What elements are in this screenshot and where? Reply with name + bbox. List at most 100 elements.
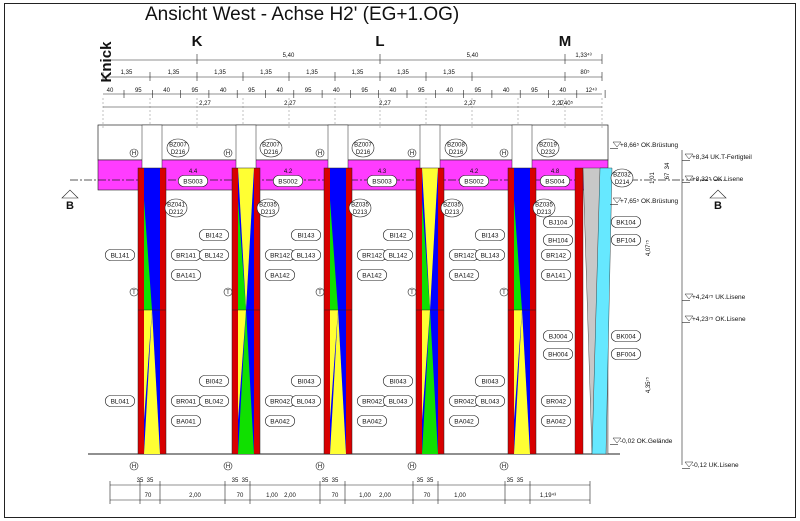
col0-bl-0: BL041 <box>111 398 130 405</box>
col1-bl-1-frame <box>198 395 230 407</box>
beam-tag-0: BS003 <box>183 178 203 185</box>
mid-tag-a-0: BZ041 <box>167 203 185 209</box>
end-ur-0: BK104 <box>616 219 636 226</box>
col2-bl-1-frame <box>290 395 322 407</box>
col0-left-0: BL141 <box>111 252 130 259</box>
col2-left-1-frame <box>290 249 322 261</box>
column-upper-triangle <box>330 168 346 310</box>
top-tag-b-0: D216 <box>171 150 186 156</box>
dim-bottom2-5: 70 <box>332 493 339 499</box>
top-tag-a-4: BZ019 <box>539 143 557 149</box>
dim-row3-1: 2,27 <box>284 101 296 107</box>
beam-tag-2-num: 4.3 <box>378 169 387 175</box>
level-marker-0 <box>612 141 622 148</box>
col4-bl-0: BI043 <box>482 378 499 385</box>
level-label-7: -0,12 UK.Lisene <box>692 462 739 469</box>
column-1: HTH <box>223 124 261 471</box>
top-tag-b-1: D216 <box>264 150 279 156</box>
col4-right-1-frame <box>540 269 572 281</box>
end-wall-cyan <box>591 167 613 455</box>
end-ll-1-frame <box>542 348 574 360</box>
dim-bottom1-5: 35 <box>332 478 339 484</box>
col4-right-0-frame <box>540 249 572 261</box>
section-mark-left: B <box>66 200 74 212</box>
column-lower-triangle <box>514 310 530 454</box>
dim-bottom2-6: 1,00 <box>359 493 371 499</box>
dim-bottom2-10: 1,19⁴³ <box>540 492 556 499</box>
marker-top-2-frame <box>315 148 325 158</box>
dim-bottom2-2: 70 <box>237 493 244 499</box>
top-tag-b-4: D232 <box>541 150 556 156</box>
dim-row2-0: 40 <box>107 88 114 94</box>
marker-top-0-frame <box>129 148 139 158</box>
column-upper-triangle <box>422 168 438 310</box>
column-lower-triangle <box>422 310 438 454</box>
col1-br-1: BA042 <box>270 418 290 425</box>
level-label-6: -0,02 OK.Gelände <box>620 438 673 445</box>
beam-tag-1-frame <box>272 175 304 187</box>
beam-tag-3-frame <box>458 175 490 187</box>
column-green-upper <box>144 200 152 310</box>
vdim-1: 67 <box>665 172 671 179</box>
column-green-upper <box>238 200 246 310</box>
col4-left-1-frame <box>474 249 506 261</box>
end-ul-0-frame <box>542 216 574 228</box>
marker-top-4-frame <box>499 148 509 158</box>
marker-top-2: H <box>318 151 322 157</box>
column-stub <box>511 124 533 169</box>
col3-bl-1-frame <box>382 395 414 407</box>
col1-left-1-frame <box>198 249 230 261</box>
col4-left-0-frame <box>474 229 506 241</box>
top-tag-frame-0 <box>166 138 190 158</box>
top-tag-b-3: D216 <box>449 150 464 156</box>
column-yellow-lower <box>238 310 246 420</box>
col4-bl-1-frame <box>474 395 506 407</box>
vdim-2: 1,01 <box>650 172 656 184</box>
col3-left-0-frame <box>382 229 414 241</box>
column-stub <box>141 124 163 169</box>
top-tag-frame-3 <box>444 138 468 158</box>
level-label-0: +8,66⁵ OK.Brüstung <box>620 142 679 149</box>
marker-bottom-2: H <box>318 464 322 470</box>
top-tag-a-1: BZ007 <box>262 143 280 149</box>
dim-span-0: 5,40 <box>283 53 295 59</box>
marker-mid-2-frame <box>315 287 325 297</box>
mid-tag-a-3: BZ035 <box>443 203 461 209</box>
dim-row2-16: 40 <box>559 88 566 94</box>
marker-bottom-4: H <box>502 464 506 470</box>
dim-bottom1-2: 35 <box>232 478 239 484</box>
col4-br-1-frame <box>540 415 572 427</box>
col0-right-0: BR141 <box>176 252 196 259</box>
level-label-1: +8,34 UK.T-Fertigteil <box>692 154 752 161</box>
col3-br-0: BR042 <box>454 398 474 405</box>
section-arrow-left <box>61 189 79 199</box>
dim-row1-8: 80⁵ <box>580 69 590 76</box>
end-ll-0: BJ004 <box>549 333 568 340</box>
end-ul-1: BH104 <box>548 237 568 244</box>
dim-span-2: 1,33⁴³ <box>575 52 591 59</box>
level-label-2: +8,32⁵ OK.Lisene <box>692 176 744 183</box>
level-label-5: +4,23⁷⁵ OK.Lisene <box>692 316 746 323</box>
level-marker-7 <box>684 461 694 468</box>
mid-tag-frame-2 <box>348 198 372 218</box>
level-marker-2 <box>684 175 694 182</box>
mid-tag-frame-3 <box>440 198 464 218</box>
dim-row1-4: 1,35 <box>306 70 318 76</box>
dim-row2-10: 40 <box>390 88 397 94</box>
beam-tag-4: BS004 <box>545 178 565 185</box>
axis-knick: Knick <box>98 41 115 83</box>
col1-right-1: BA142 <box>270 272 290 279</box>
top-tag-a-5: BZ032 <box>613 173 631 179</box>
dim-bottom2-3: 1,00 <box>266 493 278 499</box>
beam-tag-1: BS002 <box>278 178 298 185</box>
marker-top-3-frame <box>407 148 417 158</box>
vdim-0: 34 <box>665 162 671 169</box>
marker-top-4: H <box>502 151 506 157</box>
marker-bottom-1: H <box>226 464 230 470</box>
column-green-upper <box>514 200 522 310</box>
dim-row1-5: 1,35 <box>352 70 364 76</box>
dim-row1-0: 1,35 <box>121 70 133 76</box>
dim-row1-1: 1,35 <box>168 70 180 76</box>
